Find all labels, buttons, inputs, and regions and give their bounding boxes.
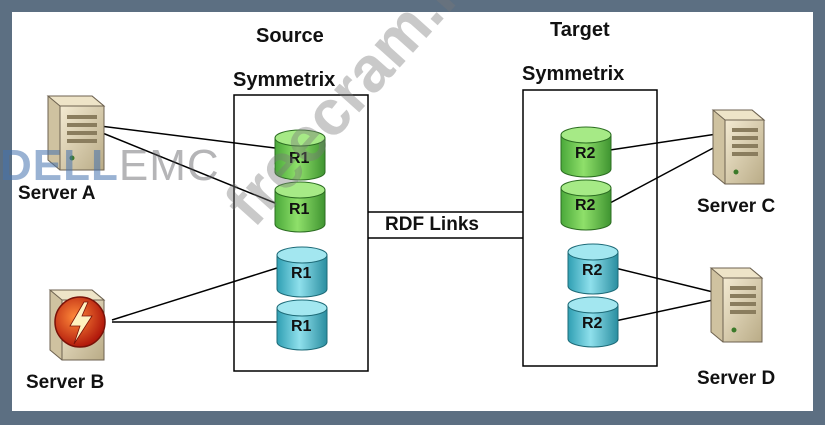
volume-label: R1 bbox=[291, 318, 312, 335]
server-b-icon bbox=[48, 289, 106, 361]
connection-line bbox=[609, 145, 718, 204]
r1-volume-cylinder bbox=[274, 181, 326, 233]
rdf-links-label: RDF Links bbox=[381, 214, 483, 236]
target-array-label: Symmetrix bbox=[522, 63, 625, 85]
r2-volume-cylinder bbox=[560, 179, 612, 231]
volume-label: R2 bbox=[575, 145, 596, 162]
server-c-icon bbox=[711, 109, 766, 185]
server-c-label: Server C bbox=[697, 196, 776, 217]
connection-line bbox=[609, 133, 718, 151]
volume-label: R2 bbox=[582, 262, 603, 279]
source-array-label: Symmetrix bbox=[233, 69, 336, 91]
r2-volume-cylinder bbox=[560, 126, 612, 178]
r2-volume-cylinder bbox=[567, 296, 619, 348]
connection-line bbox=[111, 267, 278, 321]
server-d-label: Server D bbox=[697, 368, 776, 389]
target-heading: Target bbox=[550, 19, 610, 41]
volume-label: R2 bbox=[575, 197, 596, 214]
server-a-label: Server A bbox=[18, 183, 96, 204]
server-a-icon bbox=[46, 95, 106, 171]
server-b-label: Server B bbox=[26, 372, 105, 393]
r1-volume-cylinder bbox=[276, 299, 328, 351]
source-heading: Source bbox=[256, 25, 324, 47]
connection-line bbox=[99, 131, 276, 204]
volume-label: R1 bbox=[289, 201, 310, 218]
connection-line bbox=[99, 125, 276, 149]
dell-emc-watermark: DELLEMC bbox=[0, 141, 220, 190]
volume-label: R1 bbox=[291, 265, 312, 282]
connection-line bbox=[614, 267, 714, 293]
volume-label: R1 bbox=[289, 150, 310, 167]
volume-label: R2 bbox=[582, 315, 603, 332]
r1-volume-cylinder bbox=[276, 246, 328, 298]
connection-line bbox=[614, 299, 714, 322]
server-d-icon bbox=[709, 267, 764, 343]
r1-volume-cylinder bbox=[274, 129, 326, 181]
r2-volume-cylinder bbox=[567, 243, 619, 295]
